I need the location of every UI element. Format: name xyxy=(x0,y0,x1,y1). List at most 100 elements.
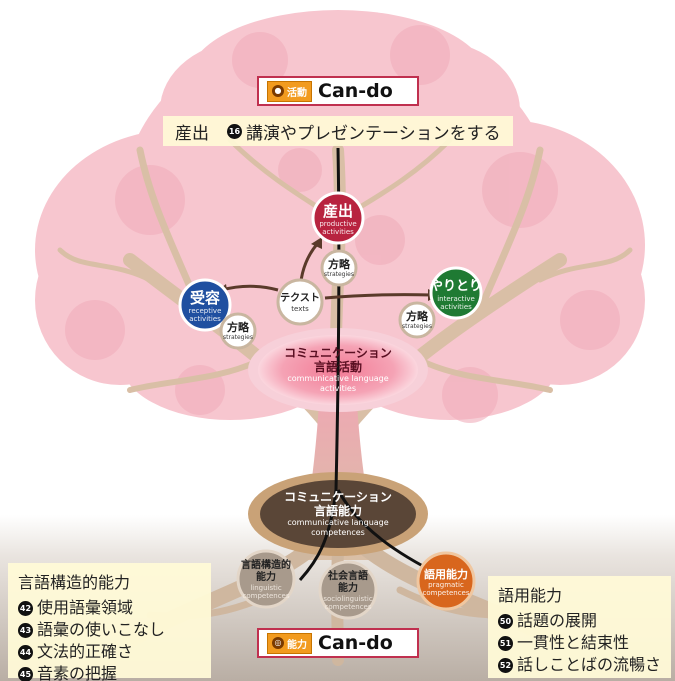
interaction-sub1: interactive xyxy=(437,295,475,303)
competences-label1: コミュニケーション xyxy=(284,490,392,504)
sociolinguistic-circle xyxy=(318,560,378,620)
reception-circle xyxy=(178,278,232,332)
strategy-right-sub: strategies xyxy=(402,323,432,330)
sociolinguistic-sub1: sociolinguistic xyxy=(323,595,373,603)
strategy-top-circle xyxy=(320,249,358,287)
interaction-circle xyxy=(429,266,483,320)
item-number-badge: 42 xyxy=(18,601,33,616)
competence-tag: ◎ 能力 xyxy=(267,632,312,654)
item-text: 話しことばの流暢さ xyxy=(517,655,662,674)
activities-sub1: communicative language xyxy=(287,374,389,383)
footprint-icon: ● xyxy=(272,85,284,97)
bottom-cando-label: Can-do xyxy=(318,632,393,654)
pragmatic-panel: 語用能力 50 話題の展開 51 一貫性と結束性 52 話しことばの流暢さ xyxy=(488,576,671,678)
linguistic-sub1: linguistic xyxy=(250,584,282,592)
production-label: 産出 xyxy=(322,202,353,220)
competence-tag-label: 能力 xyxy=(287,639,307,651)
item-number-badge: 51 xyxy=(498,636,513,651)
item-number-badge: 45 xyxy=(18,667,33,681)
texts-label: テクスト xyxy=(280,293,320,304)
item-text: 一貫性と結束性 xyxy=(517,633,630,652)
banner-prefix: 産出 xyxy=(175,123,209,144)
list-item: 50 話題の展開 xyxy=(498,610,661,632)
banner-text: 講演やプレゼンテーションをする xyxy=(246,123,501,144)
reception-node: 受容 receptive activities xyxy=(180,289,230,324)
bottom-cando-box: ◎ 能力 Can-do xyxy=(257,628,419,658)
list-item: 45 音素の把握 xyxy=(18,663,201,681)
texts-circle xyxy=(276,278,324,326)
list-item: 42 使用語彙領域 xyxy=(18,597,201,619)
reception-sub1: receptive xyxy=(188,307,222,315)
reception-label: 受容 xyxy=(189,289,220,307)
linguistic-label1: 言語構造的 xyxy=(241,560,291,571)
activities-node: コミュニケーション 言語活動 communicative language ac… xyxy=(268,346,408,394)
interaction-label: やりとり xyxy=(429,279,482,294)
banner-number-badge: 16 xyxy=(227,123,242,139)
pragmatic-sub2: competences xyxy=(422,589,470,597)
list-item: 52 話しことばの流暢さ xyxy=(498,654,661,676)
activities-label2: 言語活動 xyxy=(313,360,362,374)
sociolinguistic-sub2: competences xyxy=(324,603,372,611)
production-node: 産出 productive activities xyxy=(313,202,363,237)
activities-sub2: activities xyxy=(319,384,357,393)
item-number-badge: 44 xyxy=(18,645,33,660)
production-circle xyxy=(311,191,365,245)
strategy-top-node: 方略 strategies xyxy=(319,259,359,279)
strategy-right-circle xyxy=(398,301,436,339)
competences-label2: 言語能力 xyxy=(313,504,362,518)
sociolinguistic-node: 社会言語 能力 sociolinguistic competences xyxy=(314,571,382,611)
strategy-left-label: 方略 xyxy=(227,321,249,334)
strategy-top-sub: strategies xyxy=(324,271,354,278)
production-sub1: productive xyxy=(319,220,357,228)
linguistic-panel: 言語構造的能力 42 使用語彙領域 43 語彙の使いこなし 44 文法的正確さ 45 音… xyxy=(8,563,211,681)
sociolinguistic-label1: 社会言語 xyxy=(328,571,368,582)
interaction-sub2: activities xyxy=(440,303,472,311)
pragmatic-sub1: pragmatic xyxy=(428,581,464,589)
list-item: 43 語彙の使いこなし xyxy=(18,619,201,641)
pragmatic-node: 語用能力 pragmatic competences xyxy=(412,568,480,597)
strategy-left-node: 方略 strategies xyxy=(218,322,258,342)
activity-tag: ● 活動 xyxy=(267,80,312,102)
sociolinguistic-label2: 能力 xyxy=(338,583,358,594)
activities-label1: コミュニケーション xyxy=(284,346,392,360)
competences-sub2: competences xyxy=(311,528,365,537)
linguistic-sub2: competences xyxy=(242,592,290,600)
competences-sub1: communicative language xyxy=(287,518,389,527)
competences-node: コミュニケーション 言語能力 communicative language co… xyxy=(268,490,408,538)
list-item: 44 文法的正確さ xyxy=(18,641,201,663)
strategy-right-node: 方略 strategies xyxy=(397,311,437,331)
top-cando-label: Can-do xyxy=(318,80,393,102)
pragmatic-circle xyxy=(416,551,476,611)
strategy-right-label: 方略 xyxy=(406,310,428,323)
item-number-badge: 52 xyxy=(498,658,513,673)
item-text: 音素の把握 xyxy=(37,664,118,681)
item-text: 使用語彙領域 xyxy=(37,598,134,617)
texts-node: テクスト texts xyxy=(276,293,324,313)
linguistic-node: 言語構造的 能力 linguistic competences xyxy=(232,560,300,600)
item-number-badge: 50 xyxy=(498,614,513,629)
item-text: 話題の展開 xyxy=(517,611,598,630)
descriptor-banner: 産出 16 講演やプレゼンテーションをする xyxy=(163,116,513,146)
item-number-badge: 43 xyxy=(18,623,33,638)
item-text: 文法的正確さ xyxy=(37,642,134,661)
linguistic-label2: 能力 xyxy=(256,572,276,583)
production-sub2: activities xyxy=(322,228,354,236)
activity-tag-label: 活動 xyxy=(287,87,307,99)
brain-icon: ◎ xyxy=(272,637,284,649)
strategy-top-label: 方略 xyxy=(328,258,350,271)
strategy-left-sub: strategies xyxy=(223,334,253,341)
reception-sub2: activities xyxy=(189,315,221,323)
linguistic-circle xyxy=(236,549,296,609)
texts-sub: texts xyxy=(291,305,309,313)
pragmatic-panel-heading: 語用能力 xyxy=(498,586,563,605)
pragmatic-label: 語用能力 xyxy=(424,568,468,581)
interaction-node: やりとり interactive activities xyxy=(428,278,484,311)
linguistic-panel-heading: 言語構造的能力 xyxy=(18,573,131,592)
strategy-left-circle xyxy=(219,312,257,350)
list-item: 51 一貫性と結束性 xyxy=(498,632,661,654)
item-text: 語彙の使いこなし xyxy=(37,620,166,639)
top-cando-box: ● 活動 Can-do xyxy=(257,76,419,106)
competences-ellipse xyxy=(260,480,416,548)
